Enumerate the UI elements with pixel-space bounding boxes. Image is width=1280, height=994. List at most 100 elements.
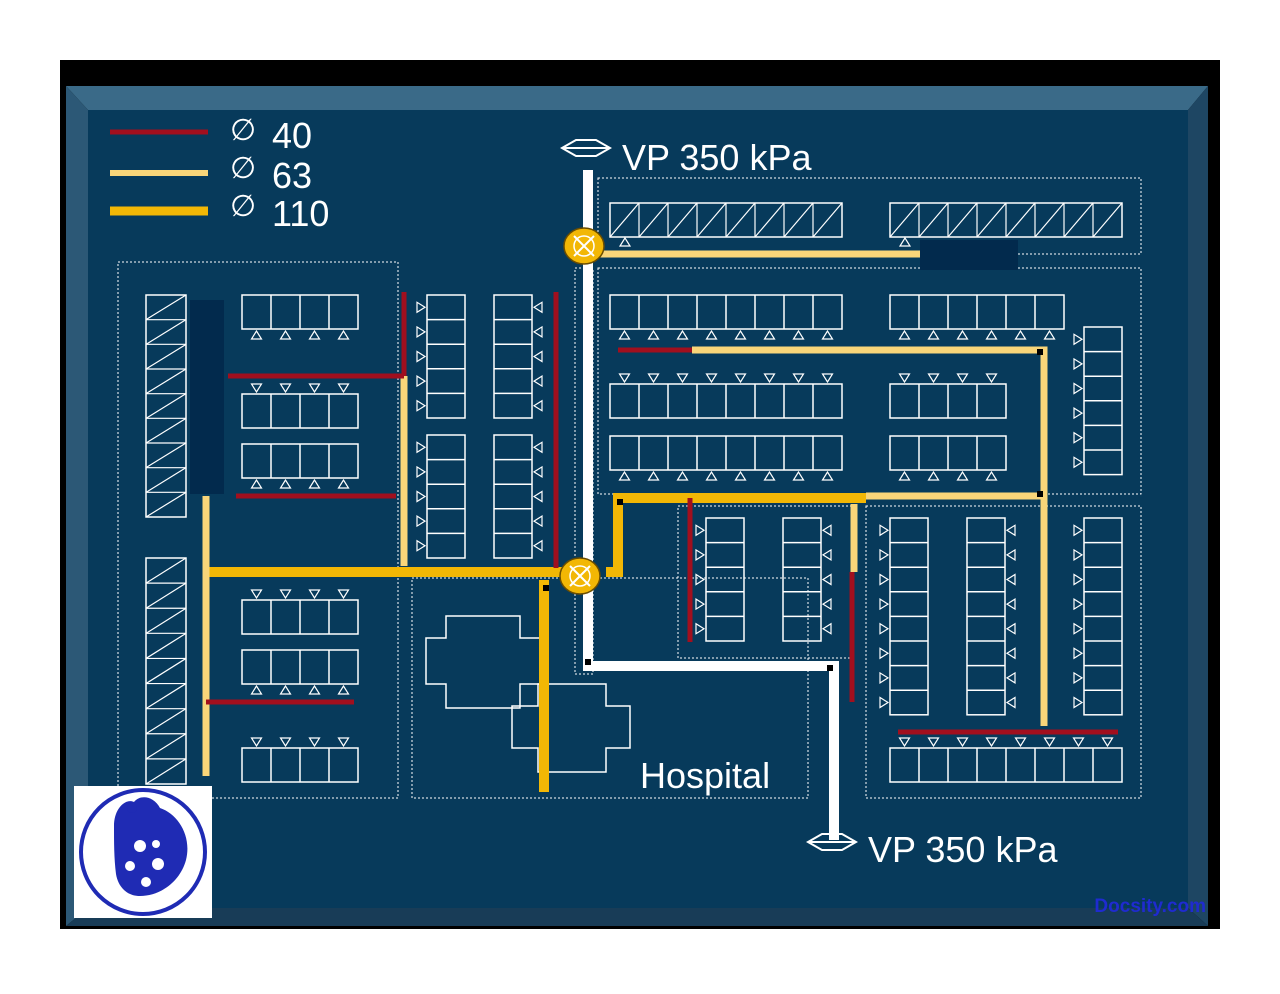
vp-label-bottom: VP 350 kPa: [868, 829, 1058, 870]
hatched-block-west-upper-hatch: [145, 467, 187, 493]
inlet-marker: [532, 325, 543, 338]
houses-se-bottom: [889, 737, 1123, 783]
inlet-marker: [792, 329, 805, 340]
inlet-marker: [1073, 573, 1084, 586]
hatched-block-north-b-hatch: [976, 202, 1007, 238]
bevel-bottom: [66, 908, 1208, 926]
inlet-marker: [821, 573, 832, 586]
inlet-marker: [1043, 737, 1056, 748]
inlet-marker: [1043, 329, 1056, 340]
houses-col-c: [416, 434, 466, 559]
houses-col-ne: [1073, 326, 1123, 476]
inlet-marker: [308, 383, 321, 394]
inlet-marker: [821, 373, 834, 384]
inlet-marker: [676, 470, 689, 481]
hatched-block-west-lower-hatch: [145, 683, 187, 710]
houses-col-a-outline: [426, 294, 466, 419]
building-blocks: [145, 202, 1123, 785]
inlet-marker: [927, 470, 940, 481]
inlet-marker: [1101, 737, 1114, 748]
valve-central: [559, 557, 601, 595]
houses-col-b-outline: [493, 294, 533, 419]
inlet-marker: [695, 524, 706, 537]
inlet-marker: [763, 329, 776, 340]
inlet-marker: [279, 383, 292, 394]
inlet-marker: [734, 329, 747, 340]
inlet-marker: [1005, 573, 1016, 586]
inlet-marker: [821, 622, 832, 635]
hatched-block-north-b: [889, 202, 1123, 238]
houses-col-se-b: [966, 517, 1016, 716]
houses-col-center-b: [782, 517, 832, 642]
inlet-marker: [1073, 407, 1084, 420]
inlet-marker: [676, 373, 689, 384]
houses-west-2: [241, 383, 359, 429]
legend-value-110: 110: [272, 193, 330, 234]
houses-col-se-a: [879, 517, 929, 716]
inlet-marker: [879, 671, 890, 684]
inlet-marker: [927, 373, 940, 384]
zone-southeast: [865, 505, 1142, 799]
hatched-block-west-lower-hatch: [145, 582, 187, 609]
inlet-marker: [927, 329, 940, 340]
inlet-marker: [734, 470, 747, 481]
inlet-marker: [416, 515, 427, 528]
inlet-marker: [695, 548, 706, 561]
hatched-block-north-a-hatch: [725, 202, 756, 238]
inlet-marker: [898, 373, 911, 384]
inlet-marker: [532, 301, 543, 314]
hatched-block-west-upper-hatch: [145, 368, 187, 395]
inlet-marker: [821, 598, 832, 611]
inlet-marker: [676, 329, 689, 340]
inlet-marker: [416, 375, 427, 388]
inlet-marker: [618, 373, 631, 384]
inlet-marker: [337, 589, 350, 600]
inlet-marker: [956, 373, 969, 384]
hatched-block-west-lower-hatch: [145, 607, 187, 634]
inlet-marker: [1073, 647, 1084, 660]
inlet-marker: [416, 539, 427, 552]
houses-west-4: [241, 589, 359, 635]
inlet-marker: [532, 515, 543, 528]
hatched-block-west-upper-hatch: [145, 319, 187, 345]
hatched-block-west-lower-hatch: [145, 557, 187, 584]
junction-marker: [827, 665, 833, 671]
hatched-block-north-a-hatch: [638, 202, 669, 238]
inlet-marker: [337, 329, 350, 340]
inlet-marker: [1014, 737, 1027, 748]
inlet-marker: [279, 684, 292, 695]
junction-marker: [585, 659, 591, 665]
inlet-marker: [308, 737, 321, 748]
houses-west-3: [241, 443, 359, 489]
hatched-block-west-lower-hatch: [145, 708, 187, 735]
bevel-right: [1188, 86, 1208, 926]
hatched-block-north-a-hatch: [609, 202, 640, 238]
hatched-block-north-b-hatch: [1063, 202, 1094, 238]
inlet-marker: [985, 470, 998, 481]
inlet-marker: [532, 465, 543, 478]
hatched-block-west-upper-hatch: [145, 417, 187, 444]
inlet-marker: [532, 399, 543, 412]
inlet-marker: [927, 737, 940, 748]
map-panel: [88, 110, 1188, 908]
hatched-block-west-lower-outline: [145, 557, 187, 785]
inlet-marker: [879, 548, 890, 561]
junction-marker: [617, 499, 623, 505]
inlet-marker: [898, 329, 911, 340]
inlet-marker: [1073, 622, 1084, 635]
inlet-marker: [416, 490, 427, 503]
inlet-marker: [337, 684, 350, 695]
hospital-label: Hospital: [640, 755, 771, 796]
inlet-marker: [821, 470, 834, 481]
hatched-block-west-lower-hatch: [145, 632, 187, 659]
hatched-block-north-a-hatch: [783, 202, 814, 238]
houses-west-5: [241, 649, 359, 695]
docsity-logo: [74, 786, 212, 918]
inlet-marker: [985, 329, 998, 340]
inlet-marker: [821, 329, 834, 340]
hatched-block-north-b-hatch: [889, 202, 920, 238]
inlet-marker: [250, 737, 263, 748]
inlet-marker: [1014, 329, 1027, 340]
inlet-marker: [279, 478, 292, 489]
